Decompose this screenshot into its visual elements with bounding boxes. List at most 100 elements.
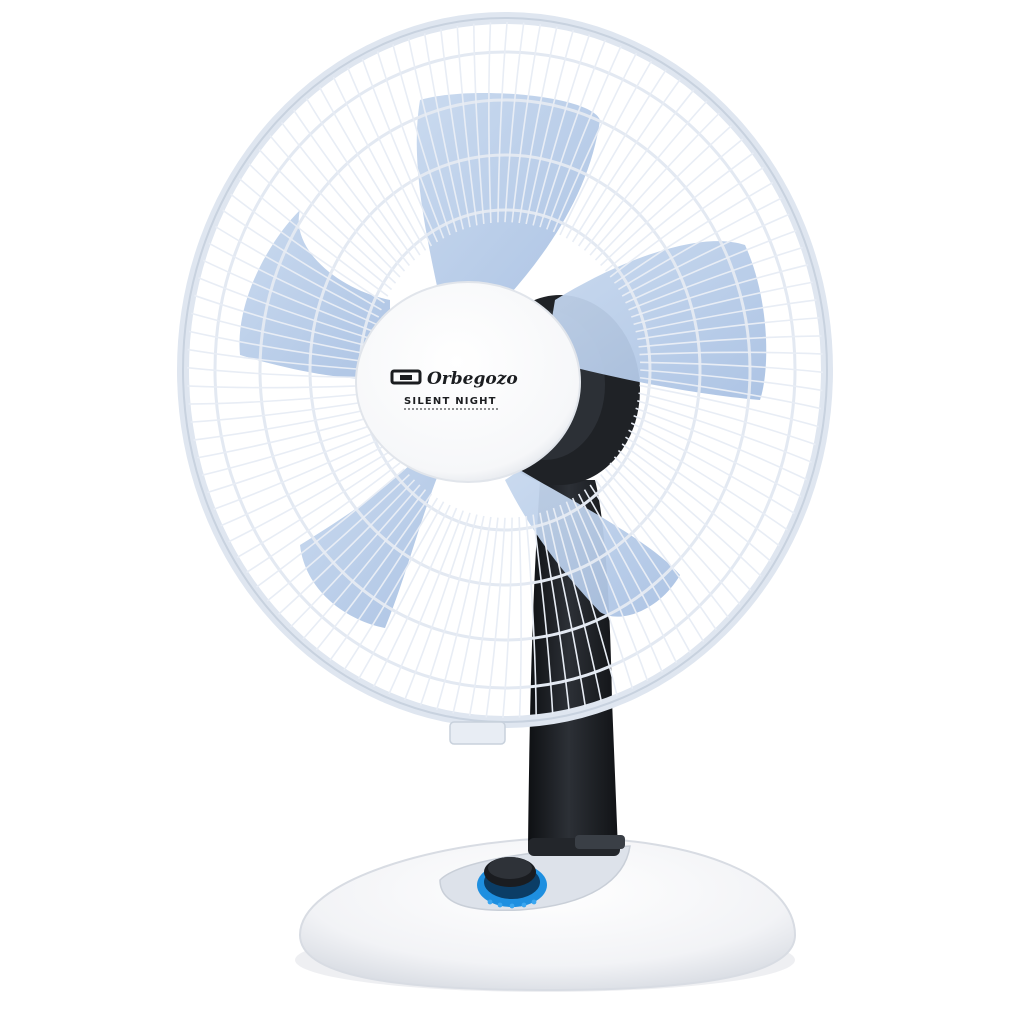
grille-spoke [552,507,603,706]
grille-spoke [589,109,723,256]
grille-spoke [187,399,373,424]
grille-spoke [518,22,559,224]
grille-spoke [330,72,427,251]
grille-spoke [209,436,385,512]
fan-grille [177,12,833,728]
grille-spoke [287,484,421,631]
grille-spoke [371,507,458,691]
grille-spoke [600,135,747,267]
grille-spoke [190,293,372,348]
grille-spoke [275,479,416,618]
grille-spoke [187,311,371,356]
grille-spoke [199,257,375,333]
grille-spoke [468,517,499,718]
grille-spoke [571,497,650,686]
grille-spoke [604,149,758,272]
grille-spoke [360,54,439,243]
grille-spoke [456,22,478,226]
grille-spoke [577,86,697,247]
grille-spoke [613,179,777,284]
grille-spoke [600,474,720,634]
grille-spoke [625,228,801,304]
grille-spoke [423,29,464,230]
grille-spoke [187,348,370,371]
grille-spoke [594,122,735,261]
grille-spoke [638,335,823,348]
grille-spoke [518,517,522,718]
grille-spoke [266,131,401,278]
grille-spoke [187,384,371,389]
fan-blade-icon [545,241,767,400]
grille-spoke [326,497,439,665]
grille-spoke [559,57,655,236]
grille-spoke [504,22,526,223]
grille-spoke [194,275,373,341]
grille-spoke [637,399,816,465]
grille-spoke [211,223,380,318]
brand-logo-icon [390,369,422,385]
grille-spoke [640,369,823,392]
grille-spoke [341,501,445,674]
grille-spoke [345,63,433,247]
grille-spoke [539,35,608,228]
grille-spoke [187,392,372,405]
fan-blade-icon [416,92,600,300]
grille-spoke [402,512,471,705]
grille-spoke [621,211,794,297]
grille-spoke [484,517,506,718]
grille-spoke [187,329,371,364]
grille-spoke [451,516,492,718]
grille-spoke [618,195,786,291]
grille-spoke [577,493,665,677]
grille-spoke [488,22,492,223]
grille-spoke [635,407,811,483]
grille-spoke [594,479,707,646]
grille-spoke [255,145,397,284]
grille-spoke [628,245,807,311]
grille-spoke [418,514,478,710]
grille-spoke [638,392,820,447]
grille-spoke [203,429,382,495]
grille-spoke [216,443,389,529]
grille-spoke [278,118,406,272]
grille-spoke [317,83,421,256]
grille-spoke [628,429,792,533]
grille-spoke [187,366,370,379]
grille-spoke [630,422,799,517]
grille-spoke [313,493,433,654]
grille-spoke [497,22,509,223]
grille-spoke [290,106,410,266]
grille-spoke [355,504,451,683]
grille-spoke [189,407,375,442]
grille-spoke [375,47,445,239]
grille-spoke [197,422,379,477]
grille-spoke [539,512,571,715]
grille-spoke [391,40,451,236]
grille-spoke [235,175,389,297]
grille-spoke [546,510,587,711]
grille-spoke [552,49,639,233]
grille-spoke [511,22,542,223]
grille-spoke [439,25,471,228]
fan-blades [239,92,767,628]
grille-spoke [637,316,823,341]
grille-spoke [386,510,464,698]
grille-spoke [525,26,576,225]
grille-spoke [631,263,813,318]
grille-spoke [640,361,823,374]
grille-spoke [613,456,755,595]
grille-spoke [472,22,485,225]
speed-knob-icon[interactable] [477,857,547,909]
grille-spoke [639,351,823,356]
grille-spoke [299,489,427,643]
fan-blade-icon [239,210,390,380]
grille-spoke [621,443,775,565]
grille-spoke [226,191,385,304]
grille-spoke [633,414,806,500]
grille-spoke [193,414,377,460]
grille-spoke [218,207,382,311]
grille-spoke [252,468,406,591]
grille-spoke [242,462,401,576]
grille-spoke [635,298,821,333]
grille-spoke [263,473,410,605]
